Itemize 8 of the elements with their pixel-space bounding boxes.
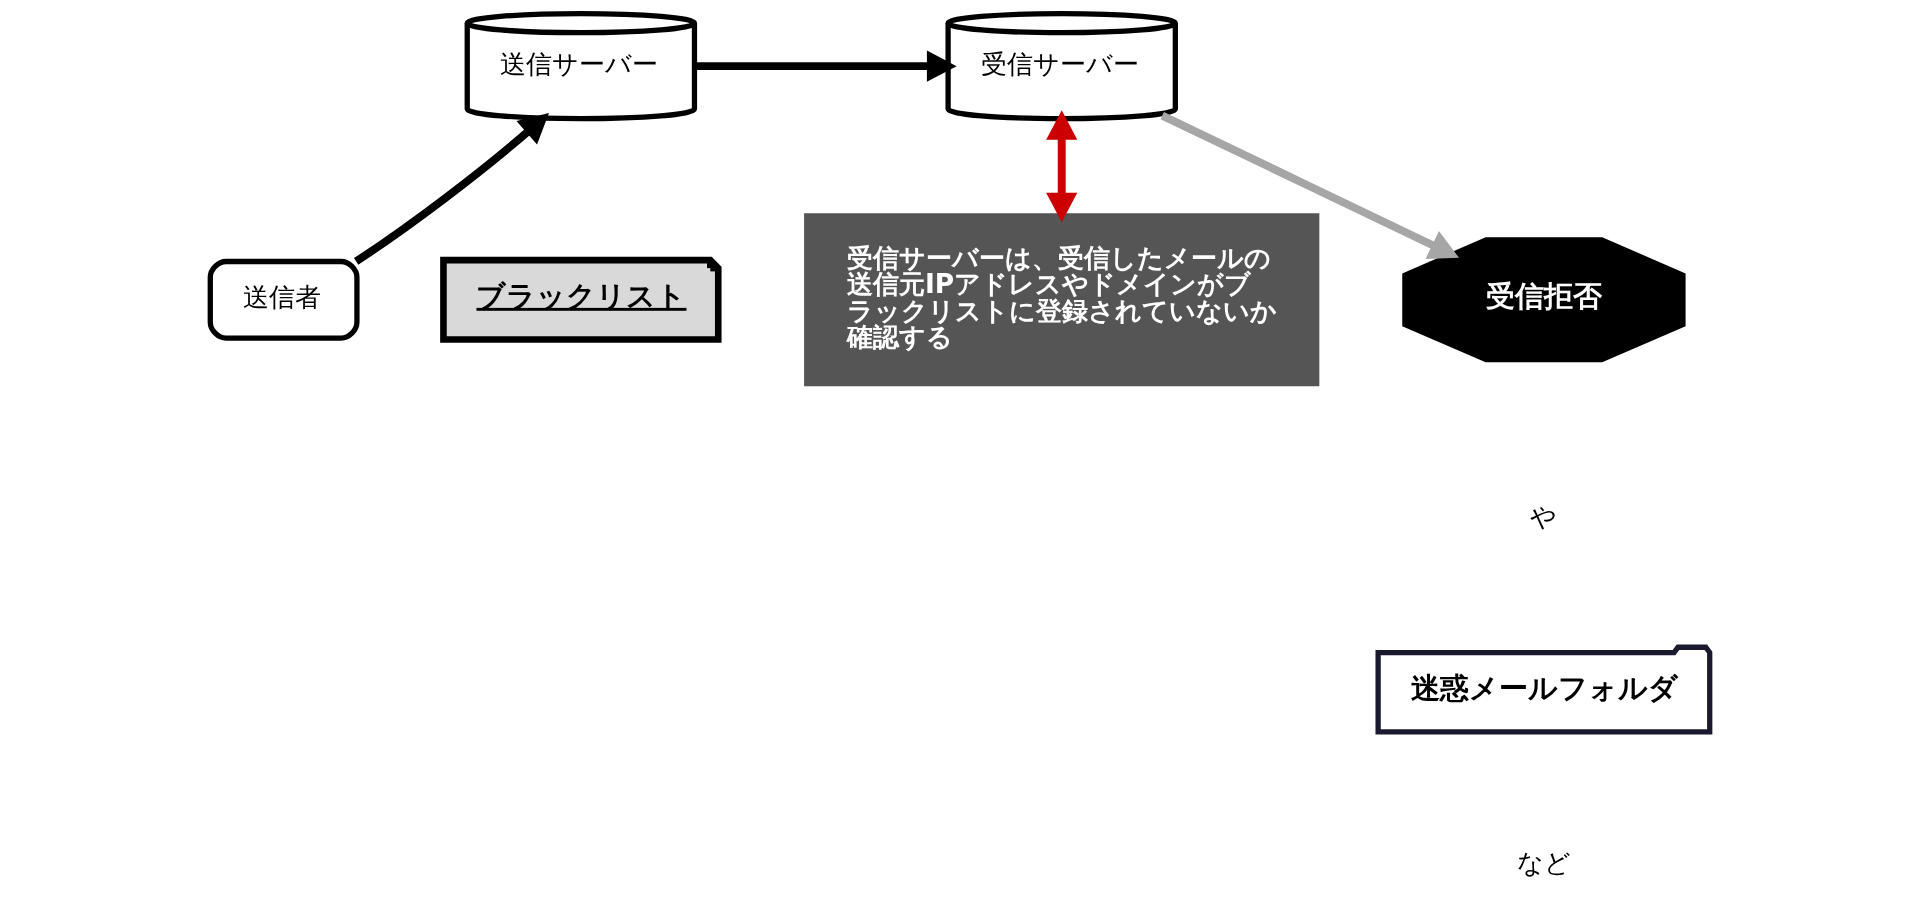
node-box: 送信者 xyxy=(207,258,360,341)
label: など xyxy=(1516,846,1571,878)
node-box: 受信サーバーは、受信したメールの送信元IPアドレスやドメインがブラックリストに登録されていないか確認する xyxy=(804,213,1320,387)
label: や xyxy=(1530,500,1558,532)
arrow xyxy=(1160,112,1459,260)
arrow xyxy=(353,113,549,265)
arrow xyxy=(694,50,957,82)
arrow xyxy=(1046,110,1078,223)
